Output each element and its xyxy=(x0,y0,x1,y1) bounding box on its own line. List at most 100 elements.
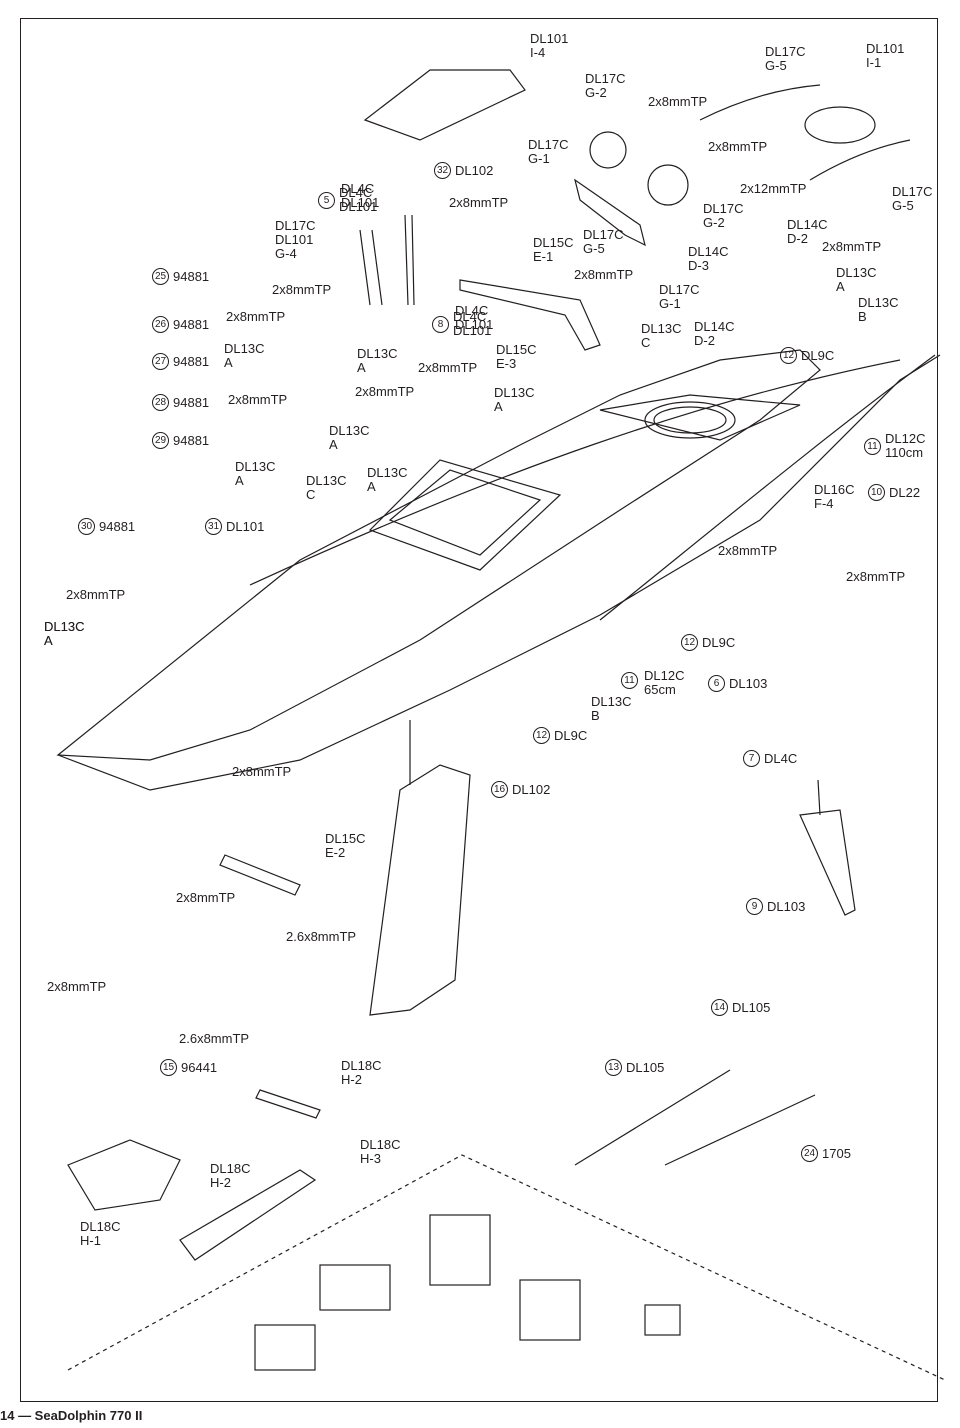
part-label: DL13C B xyxy=(591,694,632,723)
part-label: 2x12mmTP xyxy=(740,181,807,196)
part-label: DL4C DL101 xyxy=(341,181,380,210)
callout-number: 7 xyxy=(743,750,760,767)
part-label: DL101 I-1 xyxy=(866,41,905,70)
part-label: DL13C A xyxy=(44,619,85,648)
diagram-frame xyxy=(20,18,938,1402)
part-label: DL17C G-1 xyxy=(528,137,569,166)
part-label: 2x8mmTP xyxy=(47,979,107,994)
callout-number: 27 xyxy=(152,353,169,370)
callout-text: DL22 xyxy=(889,484,921,500)
part-label: 2x8mmTP xyxy=(176,890,236,905)
part-label: DL15C E-1 xyxy=(533,235,574,264)
callout-number: 31 xyxy=(205,518,222,535)
bridge-brace xyxy=(459,279,601,351)
part-label: DL15C E-2 xyxy=(325,831,366,860)
part-label: DL12C 65cm xyxy=(644,668,685,697)
callout-number: 9 xyxy=(746,898,763,915)
part-label: 2x8mmTP xyxy=(449,195,509,210)
callout-text: DL9C xyxy=(554,727,588,743)
callout-text: DL9C xyxy=(702,634,736,650)
part-label: DL14C D-3 xyxy=(688,244,729,273)
callout-text: DL101 xyxy=(226,518,265,534)
callout-number: 15 xyxy=(160,1059,177,1076)
callout-text: DL105 xyxy=(626,1059,665,1075)
part-label: 2x8mmTP xyxy=(272,282,332,297)
callout-text: DL103 xyxy=(729,675,768,691)
part-label: 2.6x8mmTP xyxy=(286,929,357,944)
callout-text: 94881 xyxy=(173,353,210,369)
part-label: DL17C G-2 xyxy=(585,71,626,100)
rudder-fin xyxy=(799,809,856,916)
part-label: DL18C H-2 xyxy=(341,1058,382,1087)
battery-box xyxy=(319,1264,391,1311)
callout-number: 26 xyxy=(152,316,169,333)
part-label: 2x8mmTP xyxy=(418,360,478,375)
callout-number: 12 xyxy=(780,347,797,364)
part-label: DL13C B xyxy=(858,295,899,324)
callout-text: 94881 xyxy=(99,518,136,534)
part-label: DL13C A xyxy=(836,265,877,294)
cockpit-frame xyxy=(368,459,562,571)
part-label: 2x8mmTP xyxy=(708,139,768,154)
part-label: 2x8mmTP xyxy=(228,392,288,407)
part-label: DL17C DL101 G-4 xyxy=(275,218,316,261)
page-footer: 14 — SeaDolphin 770 II xyxy=(0,1408,143,1423)
part-label: 2x8mmTP xyxy=(226,309,286,324)
part-label: 2x8mmTP xyxy=(718,543,778,558)
part-label: DL13C C xyxy=(641,321,682,350)
callout-text: 94881 xyxy=(173,432,210,448)
callout-number: 14 xyxy=(711,999,728,1016)
cockpit-opening xyxy=(388,469,542,556)
part-label: DL18C H-2 xyxy=(210,1161,251,1190)
callout-text: DL4C DL101 xyxy=(453,309,492,338)
part-label: 2x8mmTP xyxy=(66,587,126,602)
part-label: DL15C E-3 xyxy=(496,342,537,371)
part-label: DL101 I-4 xyxy=(530,31,569,60)
hull-chine xyxy=(249,359,901,586)
part-label: DL14C D-2 xyxy=(787,217,828,246)
hull-deck xyxy=(56,349,821,761)
receiver-tray xyxy=(67,1139,181,1211)
deck-rail xyxy=(699,84,821,121)
deck-plate xyxy=(599,394,801,441)
callout-number: 28 xyxy=(152,394,169,411)
pushrod xyxy=(664,1094,816,1166)
part-label: DL13C A xyxy=(367,465,408,494)
pulley-wheel xyxy=(589,131,627,169)
deck-hatch xyxy=(644,401,736,439)
callout-number: 29 xyxy=(152,432,169,449)
part-label: DL16C F-4 xyxy=(814,482,855,511)
part-label: 2x8mmTP xyxy=(846,569,906,584)
receiver xyxy=(254,1324,316,1371)
callout-number: 5 xyxy=(318,191,335,209)
part-label: DL18C H-1 xyxy=(80,1219,121,1248)
callout-text: 94881 xyxy=(173,316,210,332)
part-label: DL13C A xyxy=(329,423,370,452)
part-label: DL13C A xyxy=(224,341,265,370)
hatch-ring xyxy=(804,106,876,144)
part-label: 2x8mmTP xyxy=(232,764,292,779)
callout-text: DL12C 110cm xyxy=(885,431,926,460)
callout-number: 11 xyxy=(864,437,881,455)
callout-number: 12 xyxy=(533,727,550,744)
callout-number: 11 xyxy=(621,672,638,689)
callout-number: 24 xyxy=(801,1145,818,1162)
hull-side xyxy=(57,354,941,791)
part-label: DL13C C xyxy=(306,473,347,502)
callout-text: 94881 xyxy=(173,268,210,284)
callout-number: 25 xyxy=(152,268,169,285)
part-label: 2x8mmTP xyxy=(822,239,882,254)
